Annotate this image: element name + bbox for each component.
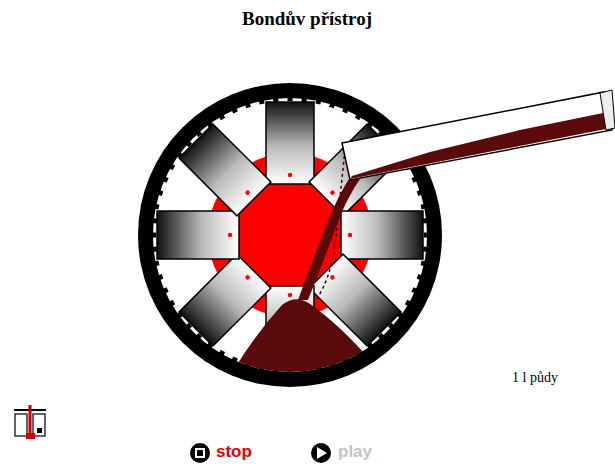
play-button xyxy=(311,443,331,463)
bucket xyxy=(179,124,271,216)
soil-tube xyxy=(342,92,612,180)
bucket xyxy=(341,211,423,259)
scale-icon xyxy=(14,405,46,439)
play-label: play xyxy=(338,442,372,462)
title: Bondův přístroj xyxy=(242,8,372,30)
volume-label: 1 l půdy xyxy=(512,370,558,386)
bucket xyxy=(179,254,271,346)
soil-stream-grains xyxy=(316,150,345,300)
soil-stream xyxy=(298,174,362,300)
bucket xyxy=(157,211,239,259)
stop-button xyxy=(190,443,210,463)
bucket xyxy=(266,102,314,184)
stop-label: stop xyxy=(216,442,252,462)
soil-in-tube xyxy=(350,112,611,179)
tube-end xyxy=(600,90,615,130)
soil-pile xyxy=(222,299,380,390)
